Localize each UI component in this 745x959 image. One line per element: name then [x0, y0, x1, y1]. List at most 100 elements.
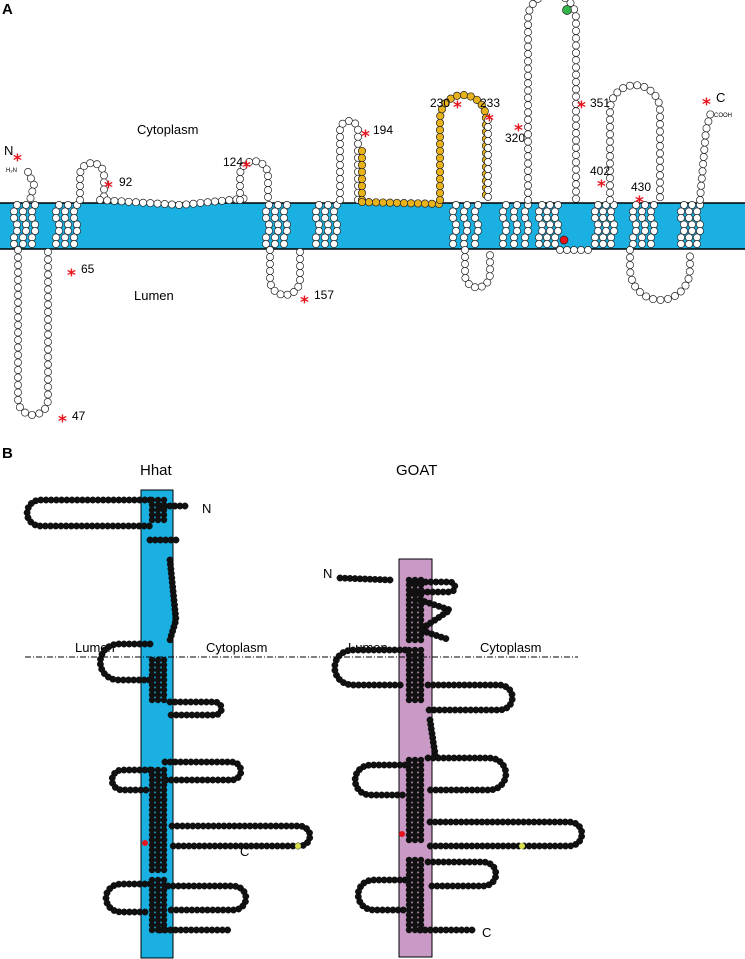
- tm-helix: [333, 220, 341, 229]
- tm-helix: [632, 220, 640, 229]
- hhat-tm-residue: [160, 686, 168, 694]
- tm-helix: [70, 233, 78, 242]
- residue: [656, 112, 664, 121]
- tm-helix: [471, 240, 479, 248]
- tm-helix: [591, 233, 599, 242]
- membrane-band-a: [0, 203, 745, 249]
- residue: [461, 274, 470, 282]
- residue: [14, 358, 22, 367]
- goat-tm-residue: [405, 836, 413, 844]
- hhat-residue: [166, 636, 174, 644]
- goat-tm-residue: [417, 796, 425, 804]
- hhat-tm-residue: [148, 921, 156, 929]
- residue: [524, 188, 532, 197]
- site-label-124: 124: [223, 155, 243, 169]
- hhat-tm-residue: [148, 911, 156, 919]
- residue: [704, 117, 713, 126]
- residue: [236, 168, 245, 176]
- residue: [572, 48, 580, 57]
- goat-tm-residue: [417, 856, 425, 864]
- tm-helix: [271, 233, 279, 242]
- residue: [572, 172, 580, 181]
- goat-tm-residue: [417, 661, 425, 669]
- hhat-tm-residue: [154, 766, 162, 774]
- goat-tm-residue: [411, 601, 419, 609]
- goat-tm-residue: [417, 606, 425, 614]
- residue: [258, 159, 267, 168]
- n-terminus-group: H₂N: [6, 168, 17, 174]
- residue: [484, 172, 492, 180]
- hhat-tm-residue: [148, 766, 156, 774]
- hhat-tm-residue: [154, 876, 162, 884]
- residue: [289, 288, 298, 296]
- residue: [236, 182, 244, 190]
- tm-helix: [471, 207, 479, 216]
- goat-tm-residue: [417, 921, 425, 929]
- hhat-tm-residue: [160, 801, 168, 809]
- residue: [609, 94, 617, 103]
- highlight-residue: [435, 188, 445, 198]
- hhat-tm-residue: [160, 776, 168, 784]
- hhat-tm-residue: [148, 821, 156, 829]
- residue: [41, 404, 49, 413]
- residue: [44, 248, 52, 256]
- hhat-tm-residue: [160, 836, 168, 844]
- site-label-233: 233: [480, 96, 500, 110]
- hhat-tm-residue: [160, 896, 168, 904]
- hhat-tm-residue: [154, 846, 162, 854]
- hhat-tm-residue: [154, 781, 162, 789]
- residue: [572, 63, 580, 72]
- residue: [524, 13, 533, 22]
- residue: [14, 321, 22, 329]
- hhat-tm-residue: [154, 891, 162, 899]
- hhat-tm-residue: [154, 911, 162, 919]
- goat-tm-residue: [411, 906, 419, 914]
- tm-helix: [543, 207, 551, 216]
- residue: [266, 267, 274, 275]
- site-star: *: [13, 151, 22, 171]
- tm-helix: [685, 207, 693, 216]
- tm-helix: [19, 240, 27, 248]
- hhat-tm-residue: [160, 911, 168, 919]
- residue: [524, 137, 532, 146]
- residue: [14, 306, 22, 314]
- tm-helix: [638, 233, 646, 242]
- hhat-tm-residue: [154, 516, 162, 524]
- goat-tm-residue: [405, 636, 413, 644]
- hhat-tm-residue: [160, 886, 168, 894]
- goat-tm-residue: [405, 801, 413, 809]
- tm-helix: [647, 233, 655, 242]
- residue: [336, 196, 344, 204]
- tm-helix: [73, 220, 81, 229]
- residue: [619, 84, 628, 93]
- goat-tm-residue: [405, 781, 413, 789]
- hhat-tm-residue: [160, 921, 168, 929]
- hhat-c-label: C: [240, 844, 249, 859]
- tm-helix: [693, 214, 701, 222]
- residue: [14, 351, 22, 359]
- tm-helix: [693, 240, 701, 248]
- residue: [656, 178, 664, 187]
- goat-tm-residue: [405, 596, 413, 604]
- residue: [336, 182, 344, 190]
- hhat-residue: [224, 926, 232, 934]
- tm-helix: [262, 207, 270, 216]
- residue: [76, 168, 85, 176]
- hhat-tm-residue: [160, 781, 168, 789]
- hhat-tm-residue: [154, 821, 162, 829]
- residue: [656, 295, 665, 304]
- goat-tm-residue: [417, 756, 425, 764]
- hhat-tm-residue: [160, 501, 168, 509]
- residue: [524, 123, 532, 131]
- residue: [698, 167, 707, 176]
- tm-helix: [28, 240, 36, 248]
- goat-tm-residue: [405, 806, 413, 814]
- residue: [626, 246, 634, 254]
- goat-tm-residue: [411, 581, 419, 589]
- hhat-tm-residue: [148, 781, 156, 789]
- residue: [264, 172, 272, 181]
- tm-helix: [513, 227, 521, 235]
- tm-helix: [602, 220, 610, 229]
- hhat-tm-residue: [160, 766, 168, 774]
- tm-helix: [70, 214, 78, 222]
